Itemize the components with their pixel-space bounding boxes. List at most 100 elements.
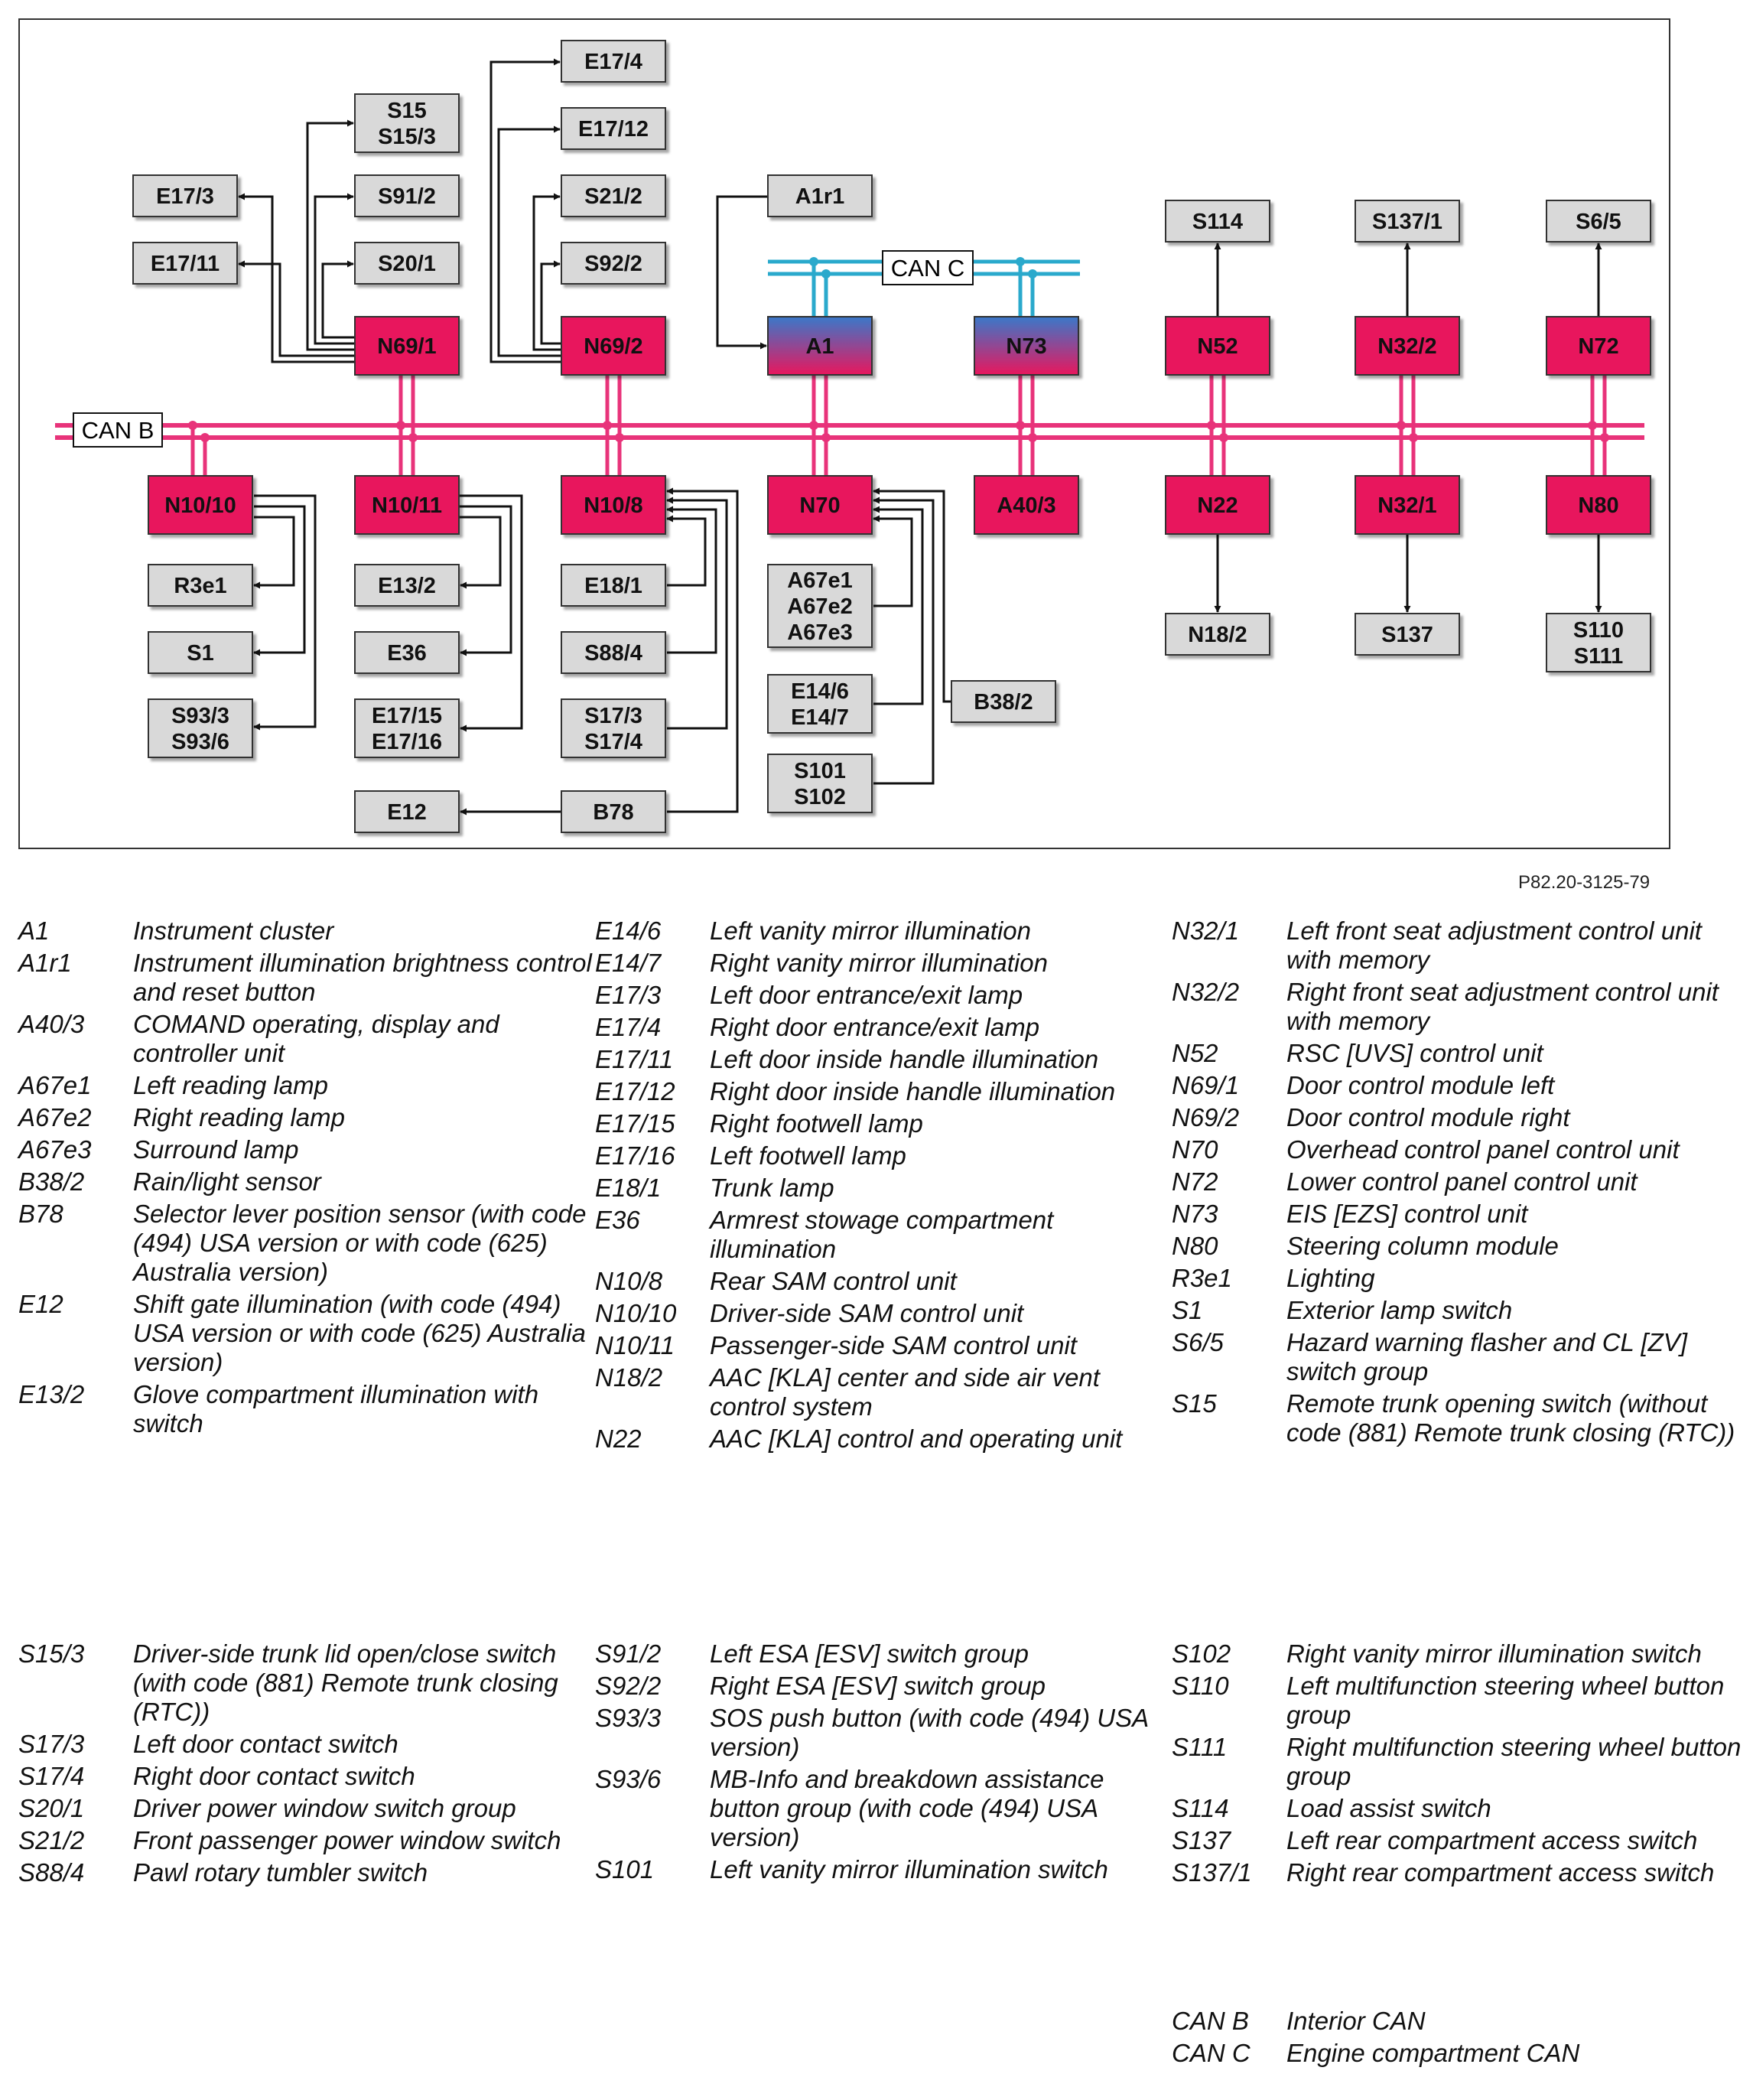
component-box-a1r1: A1r1	[767, 174, 873, 217]
bus-label: CAN B	[82, 417, 154, 444]
signal-wire	[540, 260, 561, 345]
component-box-n10-10: N10/10	[148, 475, 253, 535]
legend-entry: N69/1 Door control module left	[1172, 1071, 1753, 1100]
legend-description: Door control module left	[1286, 1071, 1555, 1099]
box-label: S92/2	[584, 252, 642, 276]
legend-description: Right ESA [ESV] switch group	[710, 1672, 1046, 1700]
legend-description: Selector lever position sensor (with cod…	[133, 1200, 587, 1286]
component-box-a40-3: A40/3	[974, 475, 1079, 535]
bus-junction	[1016, 257, 1025, 266]
legend-code: B38/2	[18, 1167, 85, 1196]
legend-code: N69/2	[1172, 1103, 1240, 1131]
box-label: N22	[1197, 493, 1238, 518]
box-label: S88/4	[584, 641, 642, 666]
legend-description: Driver power window switch group	[133, 1794, 516, 1822]
component-box-s6-5: S6/5	[1546, 200, 1651, 243]
signal-wire	[306, 119, 355, 351]
legend-description: Left door contact switch	[133, 1730, 398, 1758]
legend-code: R3e1	[1172, 1264, 1232, 1292]
bus-junction	[200, 433, 210, 442]
box-label: A67e1	[787, 568, 852, 593]
legend-code: A67e3	[18, 1135, 92, 1164]
signal-wire	[314, 193, 355, 345]
box-label: E17/3	[156, 184, 214, 209]
box-label: S137/1	[1372, 210, 1442, 234]
legend-description: Engine compartment CAN	[1286, 2039, 1580, 2067]
legend-description: Glove compartment illumination with swit…	[133, 1380, 539, 1437]
legend-description: Shift gate illumination (with code (494)…	[133, 1290, 586, 1376]
bus-junction	[1028, 269, 1037, 278]
legend-code: E14/7	[595, 949, 662, 977]
component-box-e17-4: E17/4	[561, 40, 666, 83]
box-label: S20/1	[378, 252, 436, 276]
box-label: E36	[387, 641, 427, 666]
legend-description: Right front seat adjustment control unit…	[1286, 978, 1719, 1035]
bus-label-box	[882, 250, 974, 285]
signal-wire	[253, 505, 306, 656]
legend-description: RSC [UVS] control unit	[1286, 1039, 1543, 1067]
box-label: N10/8	[584, 493, 642, 518]
component-box-e17-12: E17/12	[561, 107, 666, 150]
bus-junction	[821, 433, 831, 442]
legend-description: Instrument cluster	[133, 917, 334, 945]
legend-code: A67e1	[18, 1071, 92, 1099]
component-box-n80: N80	[1546, 475, 1651, 535]
legend-description: Left reading lamp	[133, 1071, 328, 1099]
bus-junction	[1219, 433, 1228, 442]
signal-wire	[873, 497, 935, 785]
box-label: N80	[1578, 493, 1618, 518]
signal-wire	[666, 487, 739, 813]
legend-description: MB-Info and breakdown assistance button …	[710, 1765, 1104, 1851]
box-label: S93/3	[171, 704, 229, 728]
box-label: S102	[794, 785, 846, 809]
box-label: N52	[1197, 334, 1238, 359]
legend-code: S17/4	[18, 1762, 85, 1790]
component-box-e17-3: E17/3	[132, 174, 238, 217]
signal-wire	[321, 260, 355, 339]
legend-code: S137/1	[1172, 1858, 1252, 1887]
legend-code: S110	[1172, 1672, 1229, 1700]
legend-code: N32/1	[1172, 917, 1240, 945]
legend-code: N69/1	[1172, 1071, 1240, 1099]
component-box-e18-1: E18/1	[561, 564, 666, 607]
legend-description: Right door contact switch	[133, 1762, 415, 1790]
legend-description: AAC [KLA] control and operating unit	[710, 1424, 1123, 1453]
box-label: E12	[387, 800, 427, 825]
box-label: A1r1	[795, 184, 845, 209]
signal-wire	[873, 506, 924, 705]
bus-label-box	[73, 412, 163, 448]
legend-code: CAN C	[1172, 2039, 1251, 2067]
box-label: S110	[1573, 618, 1624, 643]
legend-description: Driver-side trunk lid open/close switch …	[133, 1639, 558, 1726]
component-box-s1: S1	[148, 631, 253, 674]
signal-wire	[459, 516, 502, 589]
legend-description: Exterior lamp switch	[1286, 1296, 1513, 1324]
legend-code: N72	[1172, 1167, 1218, 1196]
legend-description: Instrument illumination brightness contr…	[133, 949, 592, 1006]
legend-code: S137	[1172, 1826, 1231, 1854]
component-box-n18-2: N18/2	[1165, 613, 1270, 656]
